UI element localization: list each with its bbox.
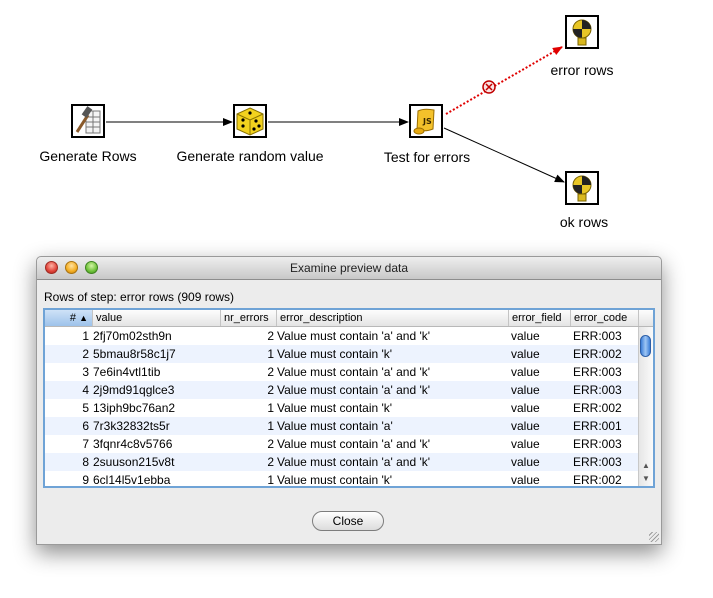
hop-test-to-ok[interactable] bbox=[443, 127, 565, 183]
column-header-error-description[interactable]: error_description bbox=[277, 310, 509, 326]
preview-table[interactable]: # ▲ value nr_errors error_description er… bbox=[43, 308, 655, 488]
dummy-crash-test-icon[interactable] bbox=[565, 171, 599, 205]
dummy-crash-test-icon[interactable] bbox=[565, 15, 599, 49]
preview-dialog: Examine preview data Rows of step: error… bbox=[36, 256, 662, 545]
hop-test-to-error[interactable] bbox=[445, 46, 563, 115]
error-circle-icon bbox=[482, 80, 496, 94]
rows-caption: Rows of step: error rows (909 rows) bbox=[44, 290, 235, 304]
close-button[interactable]: Close bbox=[312, 511, 384, 531]
dialog-titlebar[interactable]: Examine preview data bbox=[37, 257, 661, 280]
step-label-generate-rows: Generate Rows bbox=[39, 148, 137, 164]
dialog-title: Examine preview data bbox=[289, 261, 409, 275]
table-header: # ▲ value nr_errors error_description er… bbox=[45, 310, 653, 327]
vertical-scrollbar[interactable]: ▲ ▼ bbox=[638, 327, 653, 486]
javascript-scroll-icon[interactable]: JS bbox=[409, 104, 443, 138]
svg-text:JS: JS bbox=[422, 117, 432, 126]
column-header-nr-errors[interactable]: nr_errors bbox=[221, 310, 277, 326]
minimize-window-button[interactable] bbox=[65, 261, 78, 274]
step-label-test-for-errors: Test for errors bbox=[383, 149, 471, 165]
column-header-value[interactable]: value bbox=[93, 310, 221, 326]
sort-ascending-icon: ▲ bbox=[79, 313, 88, 323]
close-window-button[interactable] bbox=[45, 261, 58, 274]
header-corner bbox=[639, 310, 653, 326]
column-header-row-number[interactable]: # ▲ bbox=[45, 310, 93, 326]
scroll-down-arrow-icon[interactable]: ▼ bbox=[642, 474, 650, 483]
dice-icon[interactable] bbox=[233, 104, 267, 138]
step-label-error-rows: error rows bbox=[550, 62, 614, 78]
step-label-ok-rows: ok rows bbox=[559, 214, 609, 230]
table-hammer-icon[interactable] bbox=[71, 104, 105, 138]
zoom-window-button[interactable] bbox=[85, 261, 98, 274]
column-header-error-field[interactable]: error_field bbox=[509, 310, 571, 326]
scroll-up-arrow-icon[interactable]: ▲ bbox=[642, 461, 650, 470]
step-label-generate-random-value: Generate random value bbox=[176, 148, 324, 164]
flow-canvas: JS bbox=[71, 15, 599, 205]
column-header-error-code[interactable]: error_code bbox=[571, 310, 639, 326]
resize-grip-icon[interactable] bbox=[649, 532, 659, 542]
scrollbar-thumb[interactable] bbox=[640, 335, 651, 357]
